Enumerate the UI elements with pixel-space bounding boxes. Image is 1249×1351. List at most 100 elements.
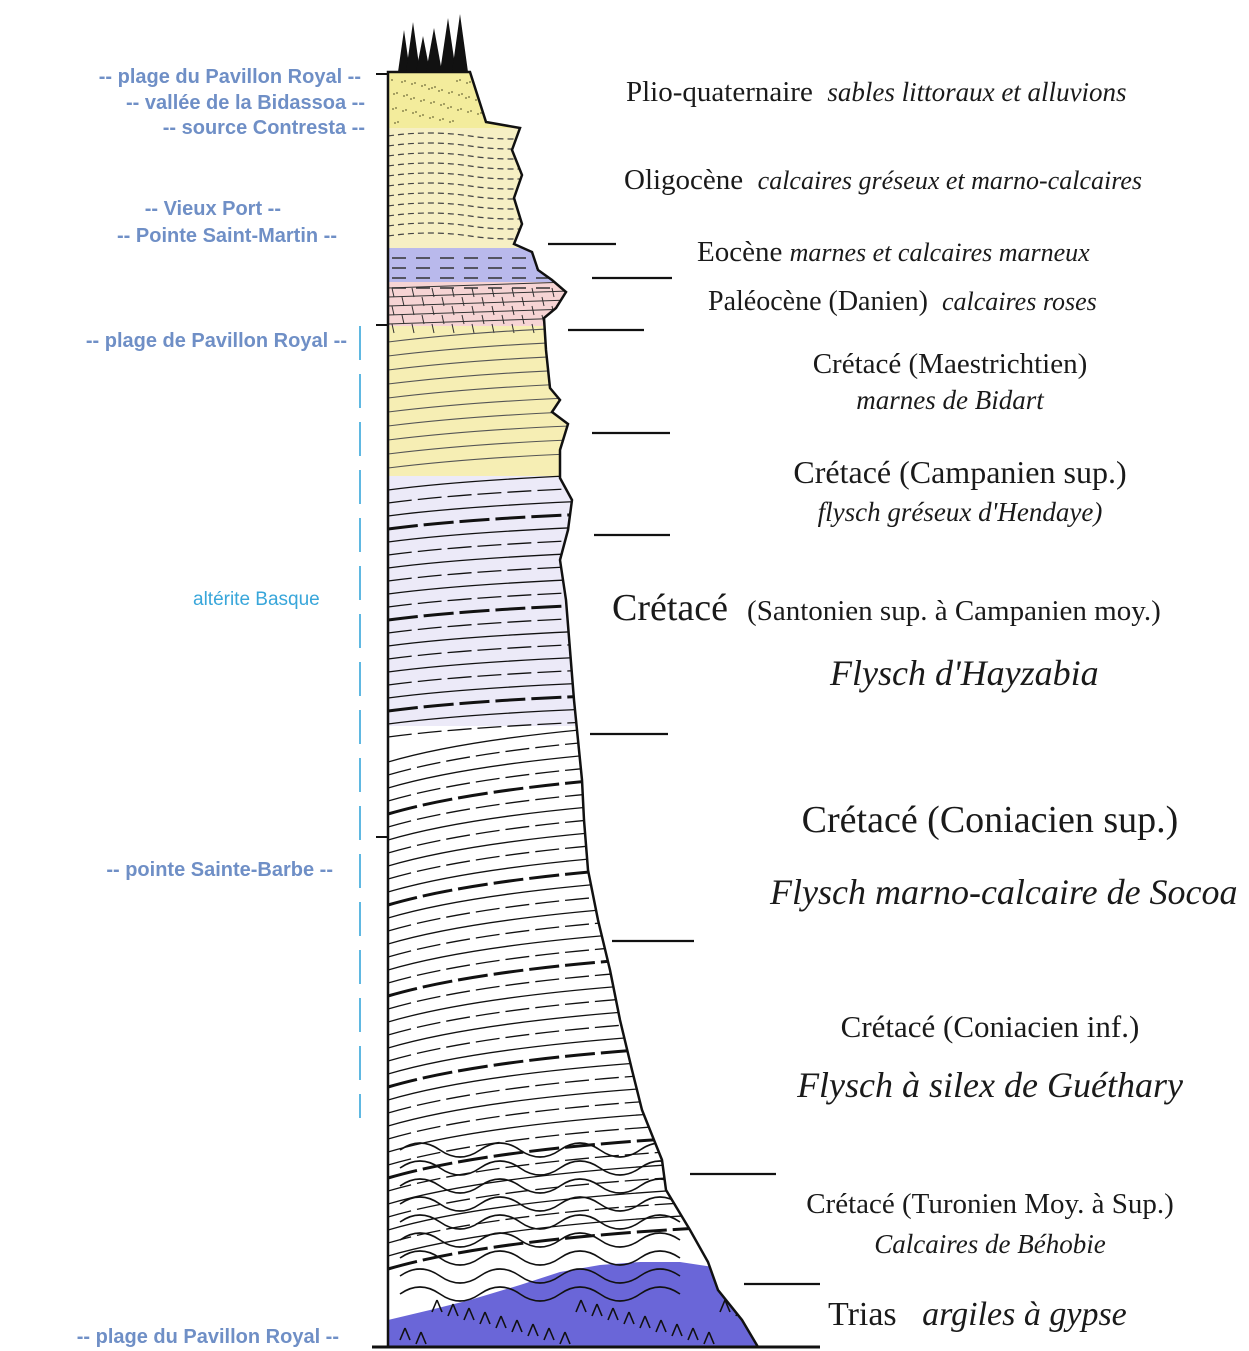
- unit-label-trias: Trias argiles à gypse: [828, 1296, 1127, 1334]
- unit-label-santonien: Crétacé (Santonien sup. à Campanien moy.…: [612, 586, 1161, 630]
- bedding-mark: [452, 120, 454, 122]
- unit-desc: argiles à gypse: [922, 1296, 1127, 1333]
- bedding-mark: [448, 92, 450, 94]
- bedding-mark: [470, 110, 472, 112]
- bedding-mark: [467, 111, 469, 113]
- location-label-top1: -- plage du Pavillon Royal --: [99, 66, 361, 89]
- bedding-mark: [440, 104, 442, 106]
- bedding-mark: [420, 100, 422, 102]
- unit-desc: calcaires gréseux et marno-calcaires: [758, 166, 1142, 195]
- unit-name: Oligocène: [624, 164, 743, 196]
- unit-label-eocene: Eocène marnes et calcaires marneux: [697, 236, 1090, 269]
- bedding-mark: [459, 79, 461, 81]
- bedding-mark: [450, 106, 452, 108]
- unit-label-campanien: Crétacé (Campanien sup.) flysch gréseux …: [750, 452, 1170, 532]
- bedding-mark: [433, 101, 435, 103]
- bedding-mark: [434, 86, 436, 88]
- bedding-mark: [457, 109, 459, 111]
- bedding-mark: [391, 79, 393, 81]
- bedding-mark: [424, 84, 426, 86]
- unit-label-oligocene: Oligocène calcaires gréseux et marno-cal…: [624, 164, 1142, 197]
- bedding-mark: [413, 97, 415, 99]
- unit-label-coniacien-inf: Crétacé (Coniacien inf.) Flysch à silex …: [790, 998, 1190, 1114]
- unit-name: Paléocène (Danien): [708, 286, 928, 317]
- unit-desc: Flysch à silex de Guéthary: [790, 1056, 1190, 1114]
- bedding-mark: [466, 82, 468, 84]
- unit-name-detail: (Santonien sup. à Campanien moy.): [747, 595, 1161, 627]
- bedding-mark: [506, 90, 508, 92]
- unit-name: Trias: [828, 1296, 897, 1333]
- bedding-mark: [405, 109, 407, 111]
- bedding-mark: [451, 91, 453, 93]
- bedding-mark: [411, 83, 413, 85]
- bedding-mark: [458, 94, 460, 96]
- bedding-mark: [485, 101, 487, 103]
- unit-name: Crétacé: [612, 587, 728, 629]
- bedding-mark: [421, 85, 423, 87]
- location-label-barbe: -- pointe Sainte-Barbe --: [106, 859, 333, 882]
- bedding-mark: [447, 107, 449, 109]
- bedding-mark: [507, 119, 509, 121]
- location-label-mid2: -- Pointe Saint-Martin --: [117, 225, 337, 248]
- layer-flysch-white: [380, 726, 800, 1286]
- bedding-mark: [428, 88, 430, 90]
- bedding-mark: [392, 108, 394, 110]
- bedding-mark: [456, 80, 458, 82]
- unit-label-paleocene: Paléocène (Danien) calcaires roses: [708, 286, 1097, 318]
- bedding-mark: [441, 89, 443, 91]
- bedding-mark: [497, 117, 499, 119]
- bedding-mark: [479, 83, 481, 85]
- bedding-mark: [741, 1304, 746, 1316]
- bedding-mark: [477, 113, 479, 115]
- bedding-mark: [468, 96, 470, 98]
- bedding-mark: [489, 85, 491, 87]
- unit-desc: calcaires roses: [942, 287, 1097, 316]
- unit-label-coniacien-sup: Crétacé (Coniacien sup.) Flysch marno-ca…: [770, 784, 1210, 928]
- bedding-mark: [396, 92, 398, 94]
- bedding-mark: [412, 112, 414, 114]
- bedding-mark: [419, 115, 421, 117]
- bedding-mark: [460, 108, 462, 110]
- bedding-mark: [439, 119, 441, 121]
- unit-label-maestrichtien: Crétacé (Maestrichtien) marnes de Bidart: [780, 346, 1120, 418]
- bedding-mark: [505, 105, 507, 107]
- bedding-mark: [469, 81, 471, 83]
- bedding-mark: [552, 324, 554, 333]
- location-label-bottom: -- plage du Pavillon Royal --: [77, 1326, 339, 1349]
- unit-name: Crétacé (Turonien Moy. à Sup.): [770, 1184, 1210, 1224]
- bedding-mark: [432, 116, 434, 118]
- bedding-mark: [487, 115, 489, 117]
- bedding-mark: [493, 89, 495, 91]
- unit-desc: flysch gréseux d'Hendaye): [750, 492, 1170, 532]
- bedding-mark: [406, 94, 408, 96]
- unit-name: Crétacé (Maestrichtien): [780, 346, 1120, 382]
- unit-name: Crétacé (Coniacien sup.): [770, 784, 1210, 856]
- bedding-mark: [496, 88, 498, 90]
- bedding-mark: [461, 93, 463, 95]
- unit-desc: marnes et calcaires marneux: [790, 238, 1090, 267]
- bedding-mark: [404, 80, 406, 82]
- bedding-mark: [429, 117, 431, 119]
- location-label-top2: -- vallée de la Bidassoa --: [126, 92, 365, 115]
- bedding-mark: [562, 315, 564, 324]
- bedding-mark: [395, 107, 397, 109]
- bedding-mark: [502, 106, 504, 108]
- bedding-mark: [476, 84, 478, 86]
- unit-desc: marnes de Bidart: [780, 382, 1120, 418]
- bedding-mark: [403, 95, 405, 97]
- bedding-mark: [438, 90, 440, 92]
- trees-icon: [398, 14, 468, 72]
- bedding-mark: [498, 102, 500, 104]
- bedding-mark: [494, 118, 496, 120]
- bedding-mark: [488, 100, 490, 102]
- bedding-mark: [414, 82, 416, 84]
- bedding-mark: [423, 99, 425, 101]
- layer-maestrichtien: [380, 326, 800, 476]
- bedding-mark: [465, 97, 467, 99]
- bedding-mark: [410, 98, 412, 100]
- bedding-mark: [430, 102, 432, 104]
- unit-label-turonien: Crétacé (Turonien Moy. à Sup.) Calcaires…: [770, 1184, 1210, 1264]
- unit-name: Crétacé (Coniacien inf.): [790, 998, 1190, 1056]
- unit-name: Plio-quaternaire: [626, 76, 813, 108]
- unit-desc-hayzabia: Flysch d'Hayzabia: [830, 652, 1099, 694]
